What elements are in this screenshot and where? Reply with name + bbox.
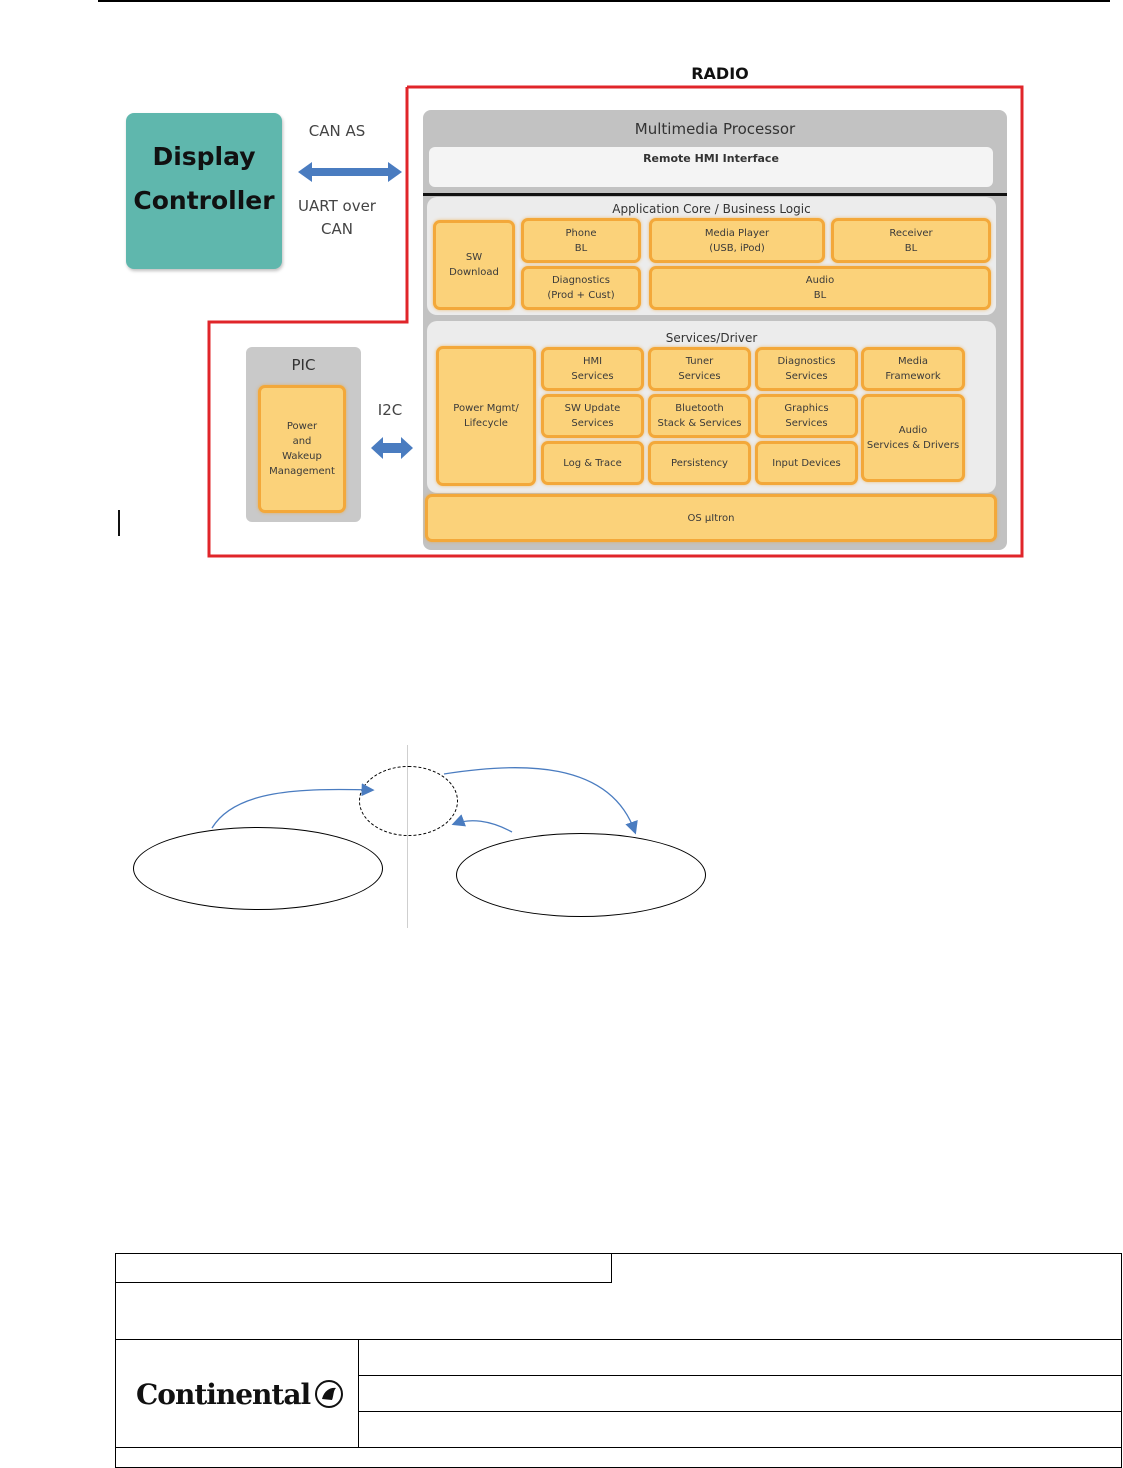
left-ellipse xyxy=(133,827,383,910)
os-box: OS µItron xyxy=(425,494,997,542)
can-as-label: CAN AS xyxy=(308,122,366,140)
diag-line1: Diagnostics xyxy=(777,356,836,367)
tuner-line2: Services xyxy=(678,371,721,382)
sw-download-line1: SW xyxy=(465,252,483,263)
uart-line2: CAN xyxy=(321,220,353,238)
radio-boundary xyxy=(207,85,1024,558)
processor-divider xyxy=(423,193,1007,196)
graphics-line1: Graphics xyxy=(784,403,829,414)
audio-line2: BL xyxy=(813,290,827,301)
audio-line1: Audio xyxy=(805,275,835,286)
dashed-to-right-arrow xyxy=(443,766,638,835)
application-core-title: Application Core / Business Logic xyxy=(612,202,811,216)
media-player-line1: Media Player xyxy=(704,227,770,239)
sw-download-line2: Download xyxy=(449,267,499,278)
media-player-line2: (USB, iPod) xyxy=(709,242,765,254)
footer-row-line-1 xyxy=(358,1375,1121,1376)
footer-bottom-line xyxy=(116,1447,1121,1448)
diagnostics-box: Diagnostics (Prod + Cust) xyxy=(521,266,641,310)
audio-sd-line1: Audio xyxy=(898,425,928,436)
right-ellipse xyxy=(456,833,706,917)
hmi-services-box: HMI Services xyxy=(541,347,644,391)
bluetooth-line2: Stack & Services xyxy=(657,418,742,429)
log-trace-box: Log & Trace xyxy=(541,441,644,485)
sw-update-line1: SW Update xyxy=(564,403,621,414)
display-controller-line2: Controller xyxy=(133,186,275,215)
continental-logo: Continental xyxy=(136,1372,351,1416)
power-mgmt-line2: Lifecycle xyxy=(464,418,508,429)
header-rule xyxy=(98,0,1110,2)
power-wakeup-box: Power and Wakeup Management xyxy=(258,385,346,513)
i2c-double-arrow-icon xyxy=(371,437,413,459)
power-mgmt-line1: Power Mgmt/ xyxy=(453,403,519,414)
i2c-label: I2C xyxy=(377,401,403,419)
right-to-dashed-arrow xyxy=(451,814,513,833)
pic-title: PIC xyxy=(291,356,316,374)
pic-line2: and xyxy=(292,436,312,447)
text-cursor xyxy=(118,510,120,536)
persistency-label: Persistency xyxy=(671,457,728,469)
audio-sd-line2: Services & Drivers xyxy=(866,440,960,451)
media-player-box: Media Player (USB, iPod) xyxy=(649,218,825,263)
display-controller-line1: Display xyxy=(152,142,256,171)
footer-divider xyxy=(116,1339,1121,1340)
input-devices-box: Input Devices xyxy=(755,441,858,485)
horse-emblem-icon xyxy=(315,1380,344,1408)
media-fw-line1: Media xyxy=(897,356,929,367)
receiver-line2: BL xyxy=(904,242,918,254)
pic-line3: Wakeup xyxy=(282,451,322,462)
phone-line1: Phone xyxy=(565,227,597,239)
tuner-line1: Tuner xyxy=(685,356,714,367)
persistency-box: Persistency xyxy=(648,441,751,485)
sw-download-box: SW Download xyxy=(433,220,515,310)
input-devices-label: Input Devices xyxy=(772,457,841,469)
sketch-arrows xyxy=(211,766,638,835)
left-to-dashed-arrow xyxy=(211,783,375,829)
os-label: OS µItron xyxy=(687,512,735,524)
multimedia-processor-title: Multimedia Processor xyxy=(634,120,796,138)
services-driver-title: Services/Driver xyxy=(665,331,758,345)
remote-hmi-interface: Remote HMI Interface xyxy=(429,147,993,187)
log-trace-label: Log & Trace xyxy=(563,457,622,469)
receiver-line1: Receiver xyxy=(889,227,933,239)
phone-line2: BL xyxy=(574,242,588,254)
radio-title: RADIO xyxy=(691,64,749,83)
hmi-line1: HMI xyxy=(582,356,603,367)
can-double-arrow-icon xyxy=(298,162,402,182)
bluetooth-line1: Bluetooth xyxy=(675,403,724,414)
diag-line2: Services xyxy=(785,371,828,382)
uart-label: UART over CAN xyxy=(292,195,382,241)
footer-logo-divider xyxy=(358,1339,359,1448)
display-controller-block: Display Controller xyxy=(126,113,282,269)
footer-row-line-2 xyxy=(358,1411,1121,1412)
footer-cell-top-left xyxy=(116,1254,612,1283)
graphics-line2: Services xyxy=(785,418,828,429)
footer-table: Continental xyxy=(115,1253,1122,1468)
power-mgmt-box: Power Mgmt/Lifecycle xyxy=(436,346,536,486)
continental-logo-text: Continental xyxy=(136,1377,311,1411)
diagnostics-line2: (Prod + Cust) xyxy=(547,290,615,301)
uart-line1: UART over xyxy=(298,197,376,215)
hmi-line2: Services xyxy=(571,371,614,382)
pic-line1: Power xyxy=(286,421,318,432)
sketch-vertical-line xyxy=(407,745,408,928)
diagnostics-line1: Diagnostics xyxy=(551,275,610,286)
pic-line4: Management xyxy=(269,466,335,477)
media-fw-line2: Framework xyxy=(885,371,941,382)
dashed-ellipse xyxy=(359,766,458,836)
sw-update-line2: Services xyxy=(571,418,614,429)
